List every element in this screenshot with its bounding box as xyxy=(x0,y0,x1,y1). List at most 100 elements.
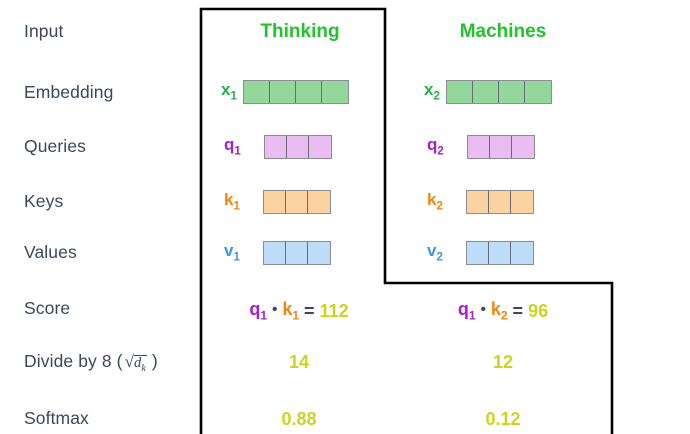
vector-cell xyxy=(511,136,534,158)
dot-product-operator-icon: • xyxy=(272,301,278,319)
vector-cell xyxy=(488,191,511,213)
embedding-tag-sub-2: 2 xyxy=(433,90,440,103)
query-tag-sub-2: 2 xyxy=(437,145,444,158)
embedding-tag-1: x1 xyxy=(221,81,237,103)
key-tag-2: k2 xyxy=(427,191,443,213)
key-vector-2: k2 xyxy=(427,189,534,215)
equals-sign-2: = xyxy=(512,300,524,321)
query-tag-sub-1: 1 xyxy=(234,145,241,158)
value-cells-1 xyxy=(262,241,331,265)
value-tag-letter-1: v xyxy=(224,241,234,261)
word-header-machines: Machines xyxy=(459,21,547,42)
vector-cell xyxy=(243,81,270,103)
vector-cell xyxy=(466,191,489,213)
radical-sign: √ xyxy=(124,352,134,371)
vector-cell xyxy=(307,191,330,213)
query-tag-1: q1 xyxy=(224,136,241,158)
score-q-letter-1: q xyxy=(249,299,261,319)
vector-cell xyxy=(472,81,499,103)
row-label-values: Values xyxy=(24,242,77,262)
embedding-cells-1 xyxy=(242,80,349,104)
embedding-tag-sub-1: 1 xyxy=(230,90,237,103)
equals-sign-1: = xyxy=(304,300,315,321)
query-tag-letter-2: q xyxy=(427,135,438,155)
score-k-term-1: k1 xyxy=(282,300,299,322)
word-header-thinking: Thinking xyxy=(260,21,340,42)
key-tag-sub-2: 2 xyxy=(436,200,443,213)
score-k-term-2: k2 xyxy=(491,300,508,322)
vector-cell xyxy=(263,191,286,213)
vector-cell xyxy=(285,242,308,264)
radicand-dk: dk xyxy=(134,354,147,375)
row-label-score: Score xyxy=(24,298,71,318)
value-tag-sub-1: 1 xyxy=(233,251,240,264)
vector-cell xyxy=(285,191,308,213)
value-tag-2: v2 xyxy=(427,242,443,264)
embedding-tag-letter-2: x xyxy=(424,80,434,100)
score-expression-2: q1 • k2 = 96 xyxy=(458,300,548,322)
score-value-2: 96 xyxy=(528,300,549,321)
row-label-softmax: Softmax xyxy=(24,408,89,428)
key-tag-1: k1 xyxy=(224,191,240,213)
row-label-keys: Keys xyxy=(24,191,64,211)
divided-value-1: 14 xyxy=(288,352,310,372)
score-k-sub-1: 1 xyxy=(292,308,300,323)
vector-cell xyxy=(498,81,525,103)
score-expression-1: q1 • k1 = 112 xyxy=(249,300,348,322)
score-k-letter-1: k xyxy=(282,299,293,319)
vector-cell xyxy=(269,81,296,103)
vector-cell xyxy=(321,81,348,103)
score-q-sub-1: 1 xyxy=(260,308,268,323)
divide-label-text: Divide by 8 ( xyxy=(24,351,123,371)
score-q-sub-2: 1 xyxy=(468,308,476,323)
vector-cell xyxy=(466,242,489,264)
vector-cell xyxy=(467,136,490,158)
row-label-input: Input xyxy=(24,21,64,41)
embedding-vector-2: x2 xyxy=(424,79,552,105)
vector-cell xyxy=(510,242,533,264)
query-vector-2: q2 xyxy=(427,134,535,160)
vector-cell xyxy=(286,136,309,158)
vector-cell xyxy=(489,136,512,158)
key-tag-sub-1: 1 xyxy=(233,200,240,213)
embedding-vector-1: x1 xyxy=(221,79,349,105)
radicand-subscript: k xyxy=(141,362,146,374)
vector-cell xyxy=(510,191,533,213)
query-tag-2: q2 xyxy=(427,136,444,158)
value-vector-1: v1 xyxy=(224,240,331,266)
value-tag-sub-2: 2 xyxy=(436,251,443,264)
key-vector-1: k1 xyxy=(224,189,331,215)
query-vector-1: q1 xyxy=(224,134,332,160)
vector-cell xyxy=(524,81,551,103)
row-label-queries: Queries xyxy=(24,136,86,156)
softmax-value-2: 0.12 xyxy=(485,409,521,429)
score-k-letter-2: k xyxy=(490,299,501,319)
vector-cell xyxy=(295,81,322,103)
key-cells-2 xyxy=(465,190,534,214)
divide-label-close-paren: ) xyxy=(151,351,158,371)
vector-cell xyxy=(307,242,330,264)
value-tag-1: v1 xyxy=(224,242,240,264)
vector-cell xyxy=(446,81,473,103)
vector-cell xyxy=(264,136,287,158)
query-cells-2 xyxy=(466,135,535,159)
query-tag-letter-1: q xyxy=(224,135,235,155)
value-cells-2 xyxy=(465,241,534,265)
key-cells-1 xyxy=(262,190,331,214)
divided-value-2: 12 xyxy=(492,352,514,372)
sqrt-dk-expression: √dk xyxy=(123,353,147,375)
score-value-1: 112 xyxy=(319,300,349,321)
row-label-embedding: Embedding xyxy=(24,82,114,102)
vector-cell xyxy=(488,242,511,264)
softmax-value-1: 0.88 xyxy=(281,409,317,429)
value-tag-letter-2: v xyxy=(427,241,437,261)
embedding-cells-2 xyxy=(445,80,552,104)
key-tag-letter-1: k xyxy=(224,190,234,210)
vector-cell xyxy=(308,136,331,158)
query-cells-1 xyxy=(263,135,332,159)
embedding-tag-letter-1: x xyxy=(221,80,231,100)
score-k-sub-2: 2 xyxy=(500,308,508,323)
row-label-divide-by-8: Divide by 8 (√dk) xyxy=(24,351,158,375)
vector-cell xyxy=(263,242,286,264)
